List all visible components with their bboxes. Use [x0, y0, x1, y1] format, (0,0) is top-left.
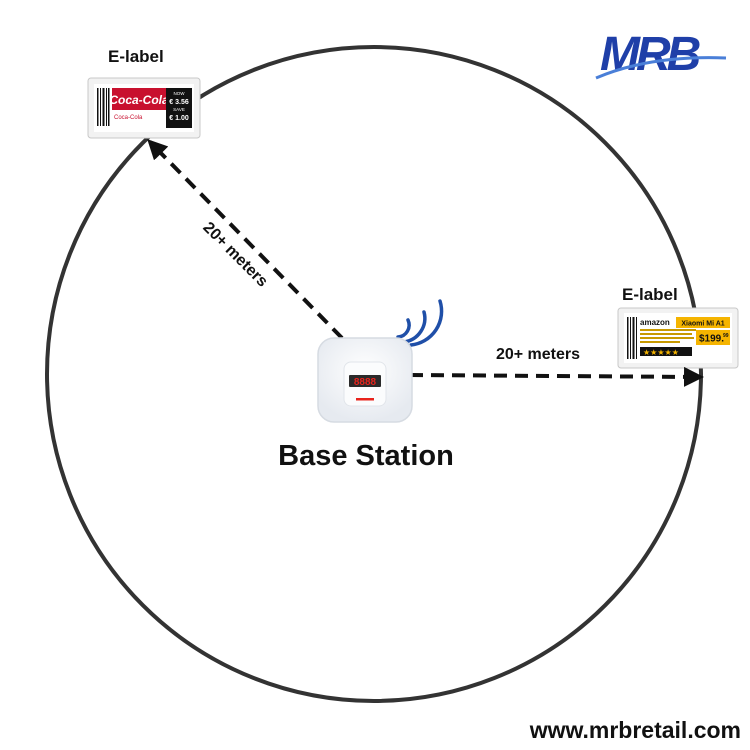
range-arrow-diagonal — [147, 139, 344, 340]
coke-now-label: NOW — [174, 91, 186, 96]
wifi-signal-icon — [396, 299, 444, 347]
logo-text: MRB — [600, 28, 700, 81]
base-station-display: 8888 — [354, 377, 377, 388]
distance-label-horizontal: 20+ meters — [496, 346, 580, 363]
elabel-device-amazon: amazon Xiaomi Mi A1 $199. 99 ★★★★★ — [617, 307, 739, 369]
elabel-top-left-heading: E-label — [108, 47, 164, 66]
elabel-right-heading: E-label — [622, 285, 678, 304]
base-station-label: Base Station — [278, 440, 454, 472]
coke-brand: Coca-Cola — [109, 93, 169, 107]
website-url[interactable]: www.mrbretail.com — [529, 717, 741, 743]
coke-save-label: SAVE — [173, 107, 185, 112]
amazon-price-cents: 99 — [723, 333, 729, 339]
mrb-logo: MRB — [595, 28, 727, 81]
amazon-product: Xiaomi Mi A1 — [681, 321, 724, 328]
base-station-device: 8888 — [317, 337, 413, 423]
coke-product: Coca-Cola — [114, 115, 143, 121]
coke-now-price: € 3.56 — [169, 99, 189, 106]
barcode-icon — [97, 88, 110, 126]
range-arrow-horizontal — [409, 366, 704, 387]
amazon-brand: amazon — [640, 318, 670, 327]
elabel-device-coke: Coca-Cola Coca-Cola NOW € 3.56 SAVE € 1.… — [87, 77, 201, 139]
amazon-rating-stars: ★★★★★ — [643, 348, 679, 357]
amazon-price: $199. — [699, 334, 724, 345]
barcode-icon — [627, 317, 637, 359]
coke-save-price: € 1.00 — [169, 115, 189, 122]
